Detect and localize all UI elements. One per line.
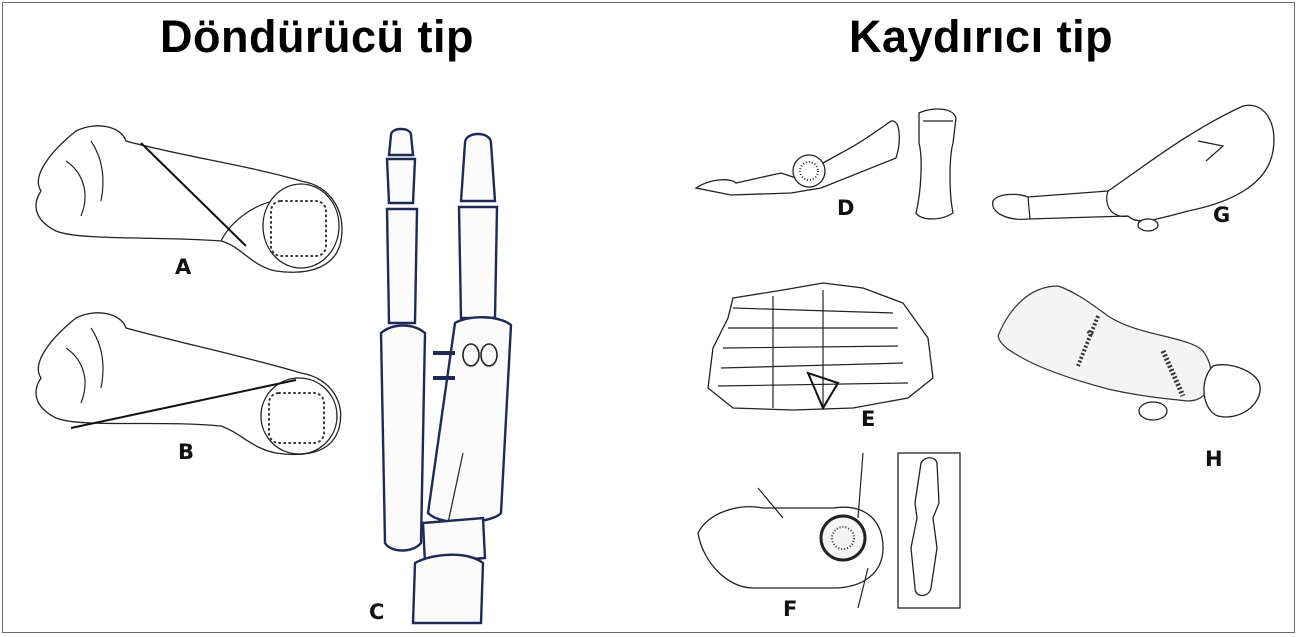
panel-f-illustration — [693, 448, 963, 613]
panel-label-g: G — [1213, 203, 1230, 227]
panel-label-d: D — [837, 196, 854, 220]
panel-b-illustration — [21, 308, 351, 458]
panel-label-b: B — [178, 440, 194, 464]
panel-h-illustration — [988, 281, 1263, 436]
panel-label-a: A — [175, 255, 191, 279]
panel-c-illustration — [373, 123, 523, 628]
panel-label-c: C — [369, 600, 384, 624]
panel-d-illustration — [691, 103, 961, 228]
title-rotational-type: Döndürücü tip — [160, 11, 474, 63]
panel-e-illustration — [693, 268, 948, 418]
panel-label-f: F — [783, 597, 797, 621]
title-sliding-type: Kaydırıcı tip — [849, 11, 1113, 63]
panel-g-illustration — [988, 101, 1283, 236]
panel-label-e: E — [861, 407, 875, 431]
panel-label-h: H — [1205, 447, 1223, 471]
